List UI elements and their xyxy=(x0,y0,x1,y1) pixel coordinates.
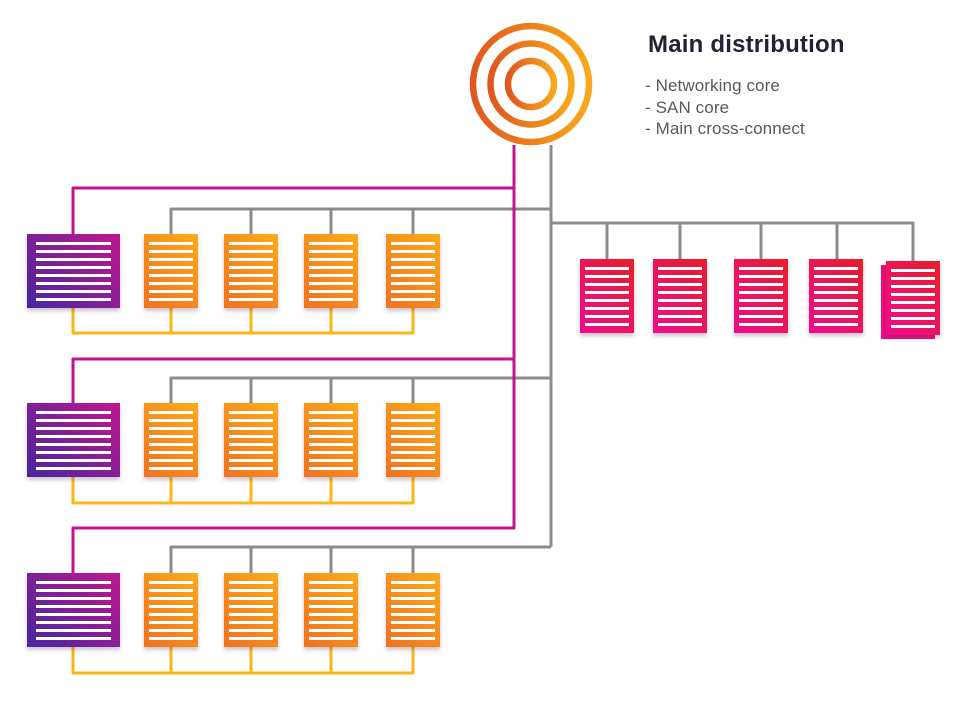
hub-outer-ring xyxy=(469,22,593,146)
rack-units xyxy=(36,242,111,301)
yellow-links xyxy=(71,304,415,675)
orange-rack xyxy=(224,573,278,647)
rack-units xyxy=(149,242,193,301)
rack-units xyxy=(739,267,783,326)
rack-units xyxy=(309,581,353,640)
red-rack xyxy=(734,259,788,333)
rack-units xyxy=(149,581,193,640)
purple-rack xyxy=(27,573,120,647)
purple-rack xyxy=(27,234,120,308)
yellow-link-row-1 xyxy=(71,304,415,335)
red-rack xyxy=(809,259,863,333)
rack-units xyxy=(36,581,111,640)
orange-rack xyxy=(144,573,198,647)
orange-rack xyxy=(304,234,358,308)
red-rack xyxy=(886,261,940,335)
rack-units xyxy=(891,269,935,328)
magenta-link-row-2 xyxy=(71,357,514,406)
rack-units xyxy=(309,411,353,470)
orange-rack xyxy=(386,573,440,647)
rack-units xyxy=(229,581,273,640)
rack-units xyxy=(391,581,435,640)
orange-rack xyxy=(144,403,198,477)
hub-middle-ring xyxy=(487,40,575,128)
hub-inner-ring xyxy=(504,57,558,111)
rack-units xyxy=(585,267,629,326)
gray-link-row-1 xyxy=(169,207,551,237)
orange-rack xyxy=(224,234,278,308)
orange-rack xyxy=(386,403,440,477)
page-title: Main distribution xyxy=(648,31,845,58)
list-item: - Main cross-connect xyxy=(645,119,805,138)
red-rack xyxy=(653,259,707,333)
distribution-hub-icon xyxy=(469,22,593,146)
hub-description: Main distribution - Networking core - SA… xyxy=(645,31,845,140)
yellow-link-row-2 xyxy=(71,474,415,505)
orange-rack xyxy=(304,573,358,647)
magenta-trunk-and-row-3 xyxy=(71,145,516,577)
gray-links xyxy=(169,145,915,576)
rack-units xyxy=(391,411,435,470)
list-item: - SAN core xyxy=(645,97,730,117)
gray-link-row-3 xyxy=(169,545,551,576)
red-rack xyxy=(580,259,634,333)
rack-units xyxy=(391,242,435,301)
orange-rack xyxy=(386,234,440,308)
list-item: - Networking core xyxy=(645,76,780,95)
rack-units xyxy=(149,411,193,470)
orange-rack xyxy=(224,403,278,477)
magenta-link-row-1 xyxy=(71,186,514,237)
rack-units xyxy=(36,411,111,470)
orange-rack xyxy=(304,403,358,477)
rack-units xyxy=(658,267,702,326)
rack-units xyxy=(814,267,858,326)
yellow-link-row-3 xyxy=(71,644,415,675)
magenta-links xyxy=(71,145,516,577)
hub-feature-list: - Networking core - SAN core - Main cros… xyxy=(645,75,845,140)
orange-rack xyxy=(144,234,198,308)
gray-link-row-2 xyxy=(169,376,551,406)
rack-units xyxy=(309,242,353,301)
gray-link-red-row xyxy=(551,221,915,264)
rack-units xyxy=(229,242,273,301)
purple-rack xyxy=(27,403,120,477)
rack-units xyxy=(229,411,273,470)
